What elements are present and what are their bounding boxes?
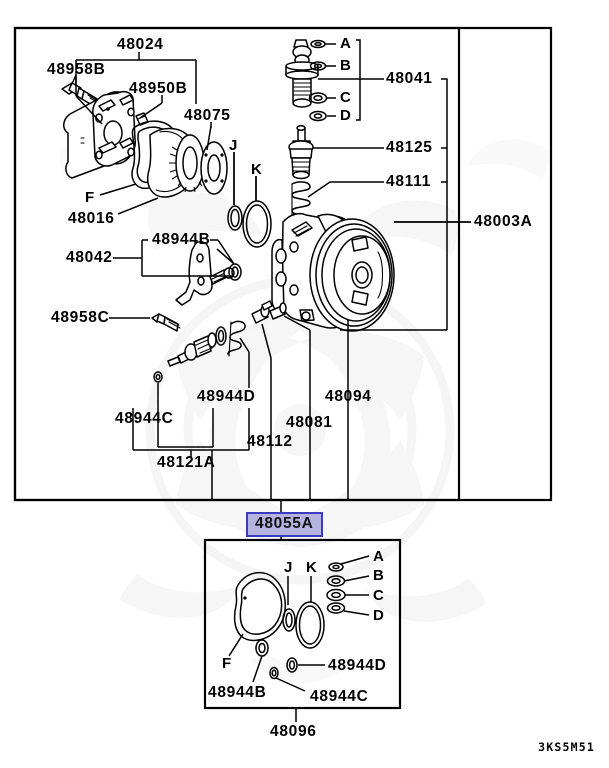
label-48094: 48094 — [325, 388, 372, 405]
label-48944C-sub: 48944C — [310, 688, 369, 705]
label-48075: 48075 — [184, 107, 231, 124]
label-48024: 48024 — [117, 36, 164, 53]
inner-frame — [13, 26, 461, 502]
label-48944B: 48944B — [152, 231, 211, 248]
label-48950B: 48950B — [129, 80, 188, 97]
part-J-oring-art — [227, 152, 243, 231]
part-48003A-art — [271, 212, 470, 332]
label-A-top: A — [340, 35, 351, 52]
label-J-sub: J — [284, 559, 293, 576]
part-K-oring-art — [242, 176, 272, 248]
sub-box-art — [228, 555, 370, 722]
label-48042: 48042 — [66, 249, 113, 266]
label-K-sub: K — [306, 559, 317, 576]
label-F-sub: F — [222, 655, 232, 672]
label-48041: 48041 — [386, 70, 433, 87]
label-B-sub: B — [373, 567, 384, 584]
label-48125: 48125 — [386, 139, 433, 156]
part-48094-art — [269, 302, 287, 320]
part-48944B-art — [216, 248, 242, 281]
label-J-top: J — [229, 137, 238, 154]
label-48081: 48081 — [286, 414, 333, 431]
part-48958C-art — [151, 313, 181, 332]
label-B-top: B — [340, 57, 351, 74]
label-F-top: F — [85, 189, 95, 206]
label-A-sub: A — [373, 548, 384, 565]
part-48042-art — [175, 241, 235, 306]
highlighted-part-48055A[interactable]: 48055A — [246, 512, 323, 537]
label-48016: 48016 — [68, 210, 115, 227]
label-C-sub: C — [373, 587, 384, 604]
label-48121A: 48121A — [157, 454, 216, 471]
label-48003A: 48003A — [474, 213, 533, 230]
label-C-top: C — [340, 89, 351, 106]
label-48944D-sub: 48944D — [328, 657, 387, 674]
label-48112: 48112 — [247, 433, 293, 450]
label-D-top: D — [340, 107, 351, 124]
label-48111: 48111 — [386, 173, 431, 190]
label-48958B: 48958B — [47, 61, 106, 78]
diagram-code: 3KS5M51 — [538, 740, 595, 754]
label-48944B-sub: 48944B — [208, 684, 267, 701]
part-48024-art — [63, 90, 136, 179]
sub-frame — [203, 538, 402, 710]
part-48041-art — [285, 39, 328, 122]
label-D-sub: D — [373, 607, 384, 624]
label-K-top: K — [251, 161, 262, 178]
label-48096: 48096 — [270, 723, 317, 740]
label-48958C: 48958C — [51, 309, 110, 326]
label-48944C: 48944C — [115, 410, 174, 427]
part-48121A-art — [153, 300, 273, 383]
leader-lines-main — [75, 39, 471, 500]
part-48111-art — [291, 181, 311, 221]
part-48075-art — [169, 125, 228, 195]
label-48944D: 48944D — [197, 388, 256, 405]
part-48125-art — [288, 125, 314, 180]
